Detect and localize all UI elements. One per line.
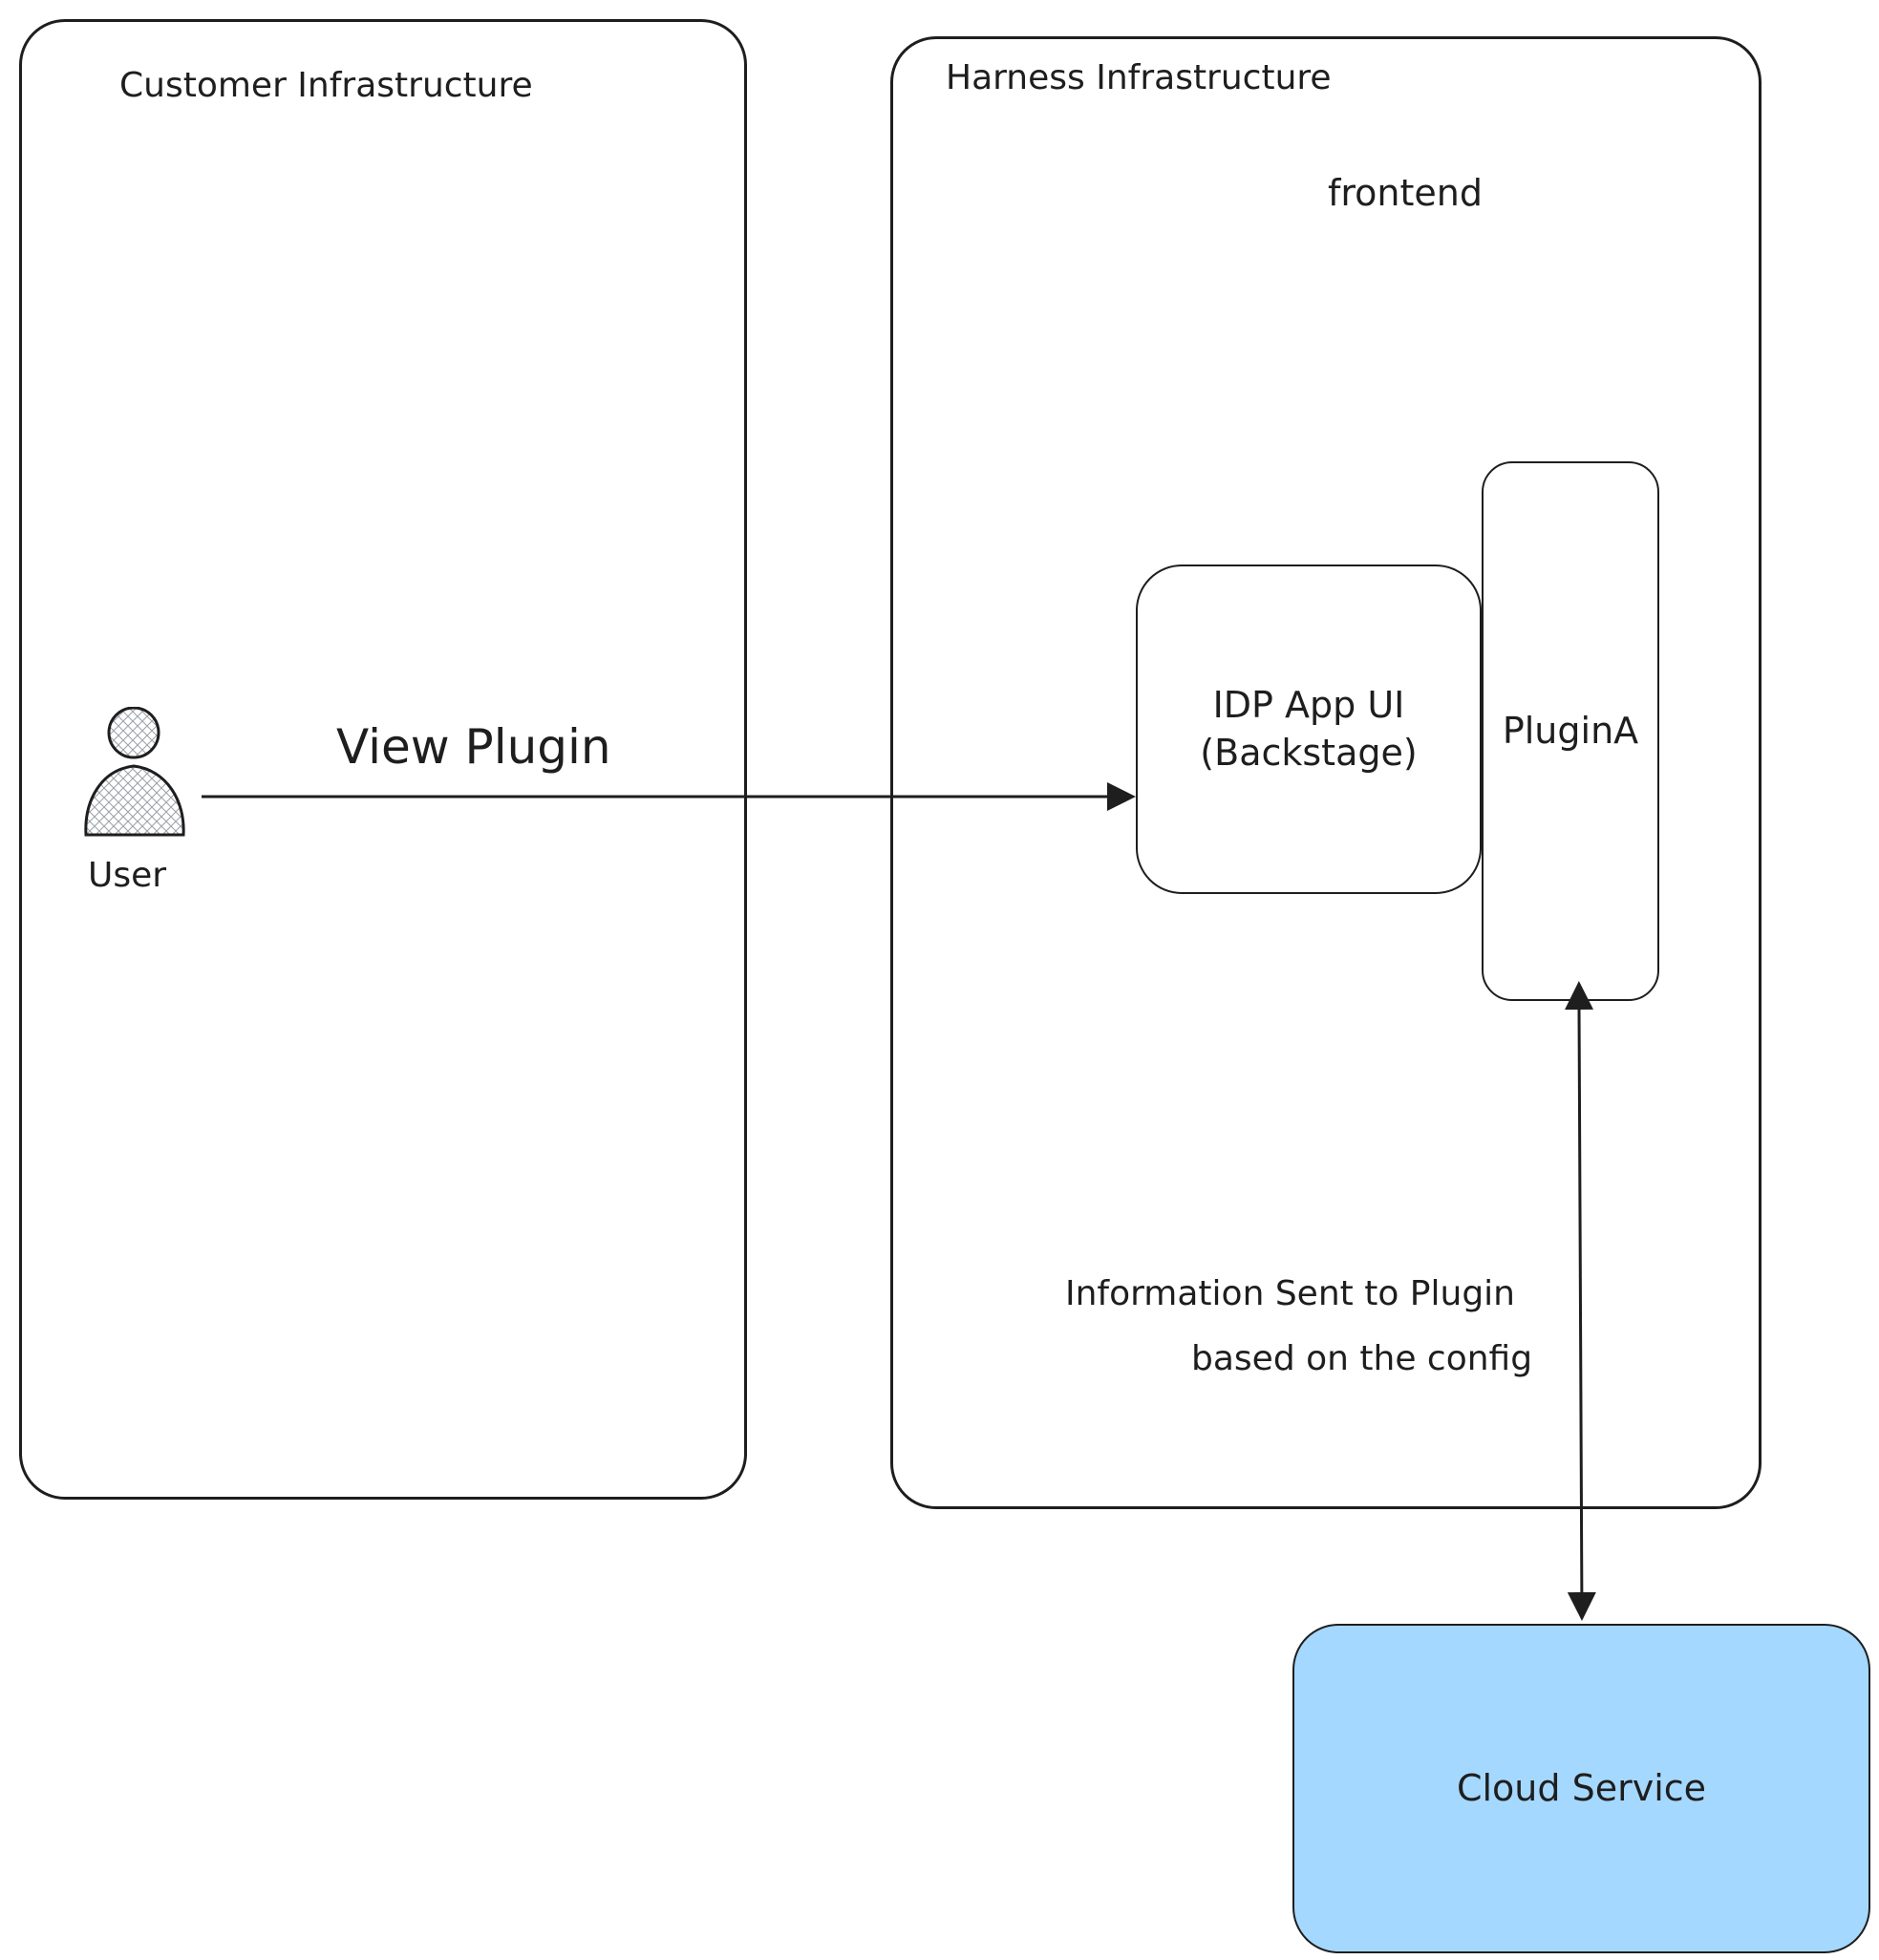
customer-infrastructure-container [19,19,747,1500]
person-icon [84,707,185,837]
plugin-cloud-arrow [1565,981,1596,1621]
person-head [107,707,160,759]
customer-infrastructure-title: Customer Infrastructure [119,66,533,105]
user-label: User [88,856,167,895]
idp-app-ui-subtitle: (Backstage) [1200,731,1418,774]
view-plugin-label: View Plugin [336,719,611,775]
idp-app-ui-title: IDP App UI [1212,684,1405,727]
idp-app-ui-label: IDP App UI (Backstage) [1136,565,1482,894]
person-body [84,764,185,837]
idp-app-ui-node [1136,565,1482,894]
harness-infrastructure-container [890,36,1762,1509]
frontend-label: frontend [1328,172,1483,214]
information-sent-label: Information Sent to Plugin [1065,1274,1515,1313]
based-on-config-label: based on the config [1191,1339,1533,1378]
harness-infrastructure-title: Harness Infrastructure [946,58,1332,97]
cloud-service-node [1292,1624,1870,1953]
plugin-a-label: PluginA [1502,709,1639,752]
cloud-service-label: Cloud Service [1456,1766,1707,1809]
